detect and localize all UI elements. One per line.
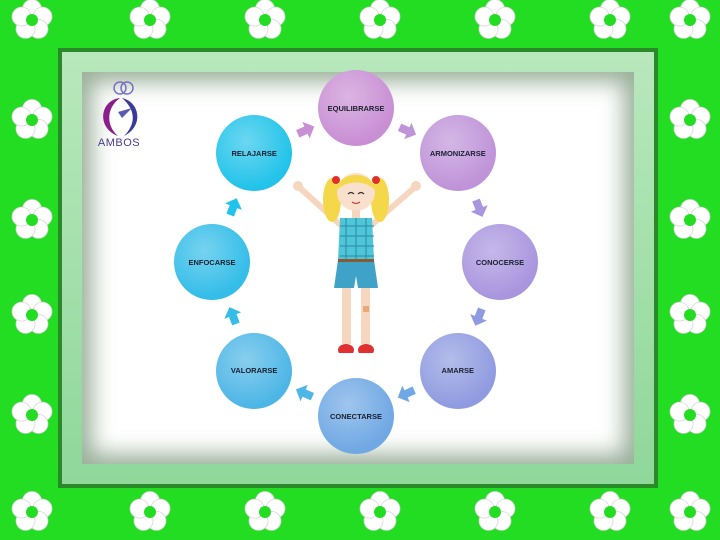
- flower-icon: [11, 0, 53, 39]
- arrow-icon: [224, 307, 242, 326]
- flower-icon: [669, 491, 711, 531]
- flower-icon: [474, 0, 516, 39]
- cycle-node-equilibrarse: EQUILIBRARSE: [318, 70, 394, 146]
- flower-icon: [669, 0, 711, 39]
- arrow-icon: [295, 384, 315, 402]
- flower-icon: [359, 491, 401, 531]
- logo-icon: [103, 81, 138, 136]
- arrow-icon: [470, 307, 487, 326]
- flower-icon: [11, 394, 53, 434]
- flower-icon: [359, 0, 401, 39]
- girl-illustration: [293, 173, 421, 356]
- flower-icon: [589, 491, 631, 531]
- flower-icon: [669, 294, 711, 334]
- flower-icon: [474, 491, 516, 531]
- cycle-node-enfocarse: ENFOCARSE: [174, 224, 250, 300]
- flower-icon: [669, 394, 711, 434]
- flower-icon: [129, 0, 171, 39]
- cycle-node-conocerse: CONOCERSE: [462, 224, 538, 300]
- cycle-node-armonizarse: ARMONIZARSE: [419, 115, 496, 192]
- flower-icon: [129, 491, 171, 531]
- cycle-node-conectarse: CONECTARSE: [318, 378, 394, 454]
- flower-icon: [589, 0, 631, 39]
- flower-icon: [11, 199, 53, 239]
- arrow-icon: [397, 122, 417, 140]
- arrow-icon: [225, 198, 242, 217]
- flower-icon: [244, 491, 286, 531]
- cycle-node-relajarse: RELAJARSE: [216, 115, 293, 192]
- flower-icon: [669, 99, 711, 139]
- flower-icon: [669, 199, 711, 239]
- arrow-icon: [470, 198, 488, 217]
- cycle-node-amarse: AMARSE: [419, 332, 496, 409]
- flower-icon: [244, 0, 286, 39]
- flower-icon: [11, 491, 53, 531]
- flower-icon: [11, 99, 53, 139]
- flower-icon: [11, 294, 53, 334]
- cycle-node-valorarse: VALORARSE: [216, 332, 293, 409]
- arrow-icon: [397, 385, 416, 403]
- logo-text: AMBOS: [97, 137, 141, 149]
- arrow-icon: [296, 121, 315, 139]
